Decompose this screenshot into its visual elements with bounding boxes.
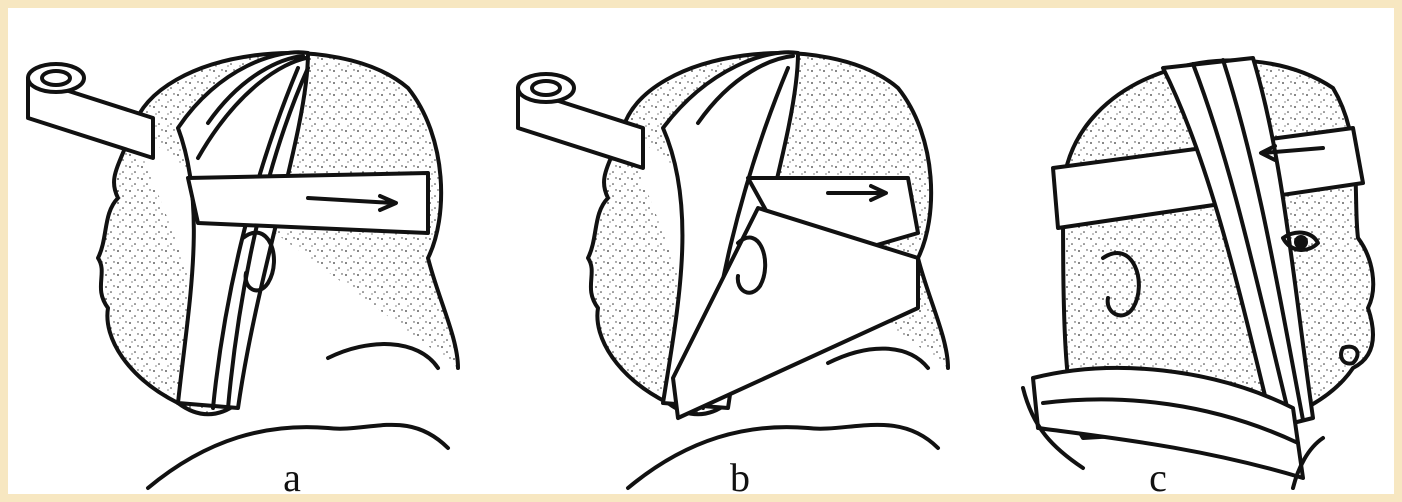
- illustration-canvas: a b c: [8, 8, 1394, 494]
- panel-label-c: c: [1149, 458, 1167, 498]
- panel-c-illustration: [1023, 58, 1373, 488]
- panel-label-b: b: [730, 458, 750, 498]
- panel-label-a: a: [283, 458, 301, 498]
- panel-b-illustration: [518, 52, 948, 488]
- bandage-roll: [28, 64, 84, 92]
- bandage-illustrations: [8, 8, 1394, 494]
- panel-a-illustration: [28, 52, 458, 488]
- bandage-roll: [518, 74, 574, 102]
